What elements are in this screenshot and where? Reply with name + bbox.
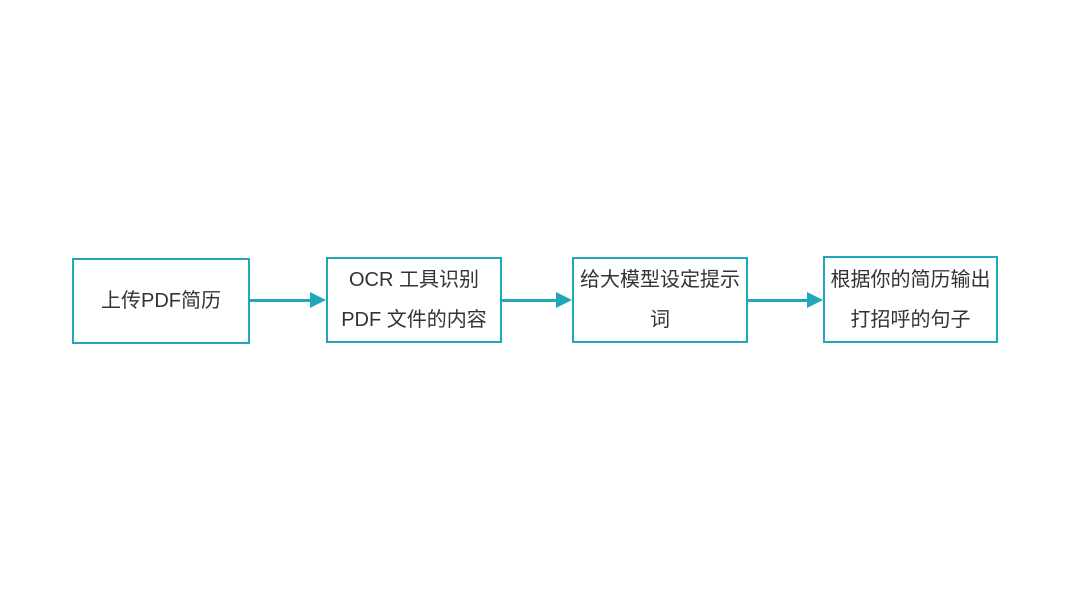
flow-arrow-1	[250, 292, 326, 309]
node-label-line: OCR 工具识别	[349, 269, 479, 291]
node-label-line: PDF 文件的内容	[341, 309, 487, 331]
flow-node-upload-pdf-resume: 上传PDF简历	[72, 258, 250, 344]
arrow-head-icon	[556, 292, 572, 308]
arrow-head-icon	[807, 292, 823, 308]
flow-arrow-2	[502, 292, 572, 309]
node-label-line: 根据你的简历输出	[830, 268, 991, 291]
arrow-line	[502, 299, 560, 302]
flow-node-set-llm-prompt: 给大模型设定提示 词	[572, 257, 748, 343]
node-label-line: 上传PDF简历	[101, 290, 221, 312]
node-label-line: 打招呼的句子	[850, 308, 971, 331]
node-label-line: 词	[650, 309, 670, 331]
arrow-line	[748, 299, 811, 302]
arrow-line	[250, 299, 314, 302]
node-label-line: 给大模型设定提示	[580, 269, 740, 291]
flow-arrow-3	[748, 292, 823, 309]
flow-node-output-greeting: 根据你的简历输出 打招呼的句子	[823, 256, 998, 343]
arrow-head-icon	[310, 292, 326, 308]
flow-node-ocr-recognize-pdf: OCR 工具识别 PDF 文件的内容	[326, 257, 502, 343]
